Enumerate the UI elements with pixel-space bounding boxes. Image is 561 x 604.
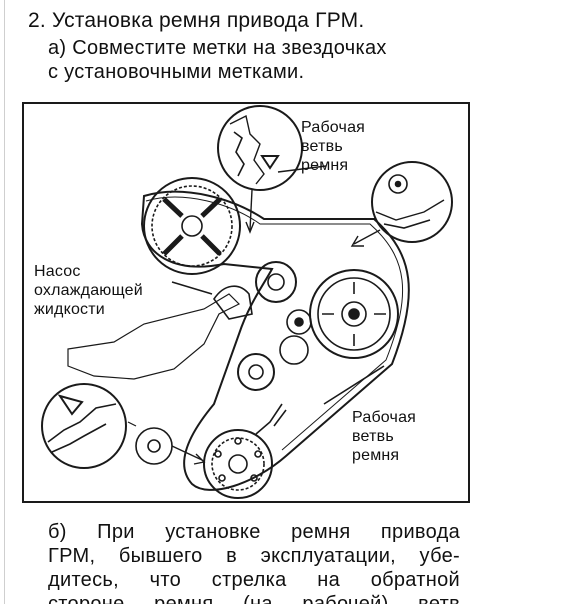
timing-belt-diagram: Рабочая ветвь ремня Насос охлаждающей жи…: [22, 102, 470, 503]
tensioner-pulley: [255, 261, 297, 303]
detail-camshaft-mark: [217, 105, 303, 191]
callout-working-side-bottom: Рабочая ветвь ремня: [352, 409, 417, 464]
crankshaft-sprocket: [203, 429, 273, 499]
step-b-line-2: ГРМ, бывшего в эксплуатации, убе-: [48, 545, 460, 567]
section-title: 2. Установка ремня привода ГРМ.: [28, 9, 365, 32]
step-a-text: а) Совместите метки на звездочках с уста…: [48, 36, 478, 84]
callout-water-pump: Насос охлаждающей жидкости: [34, 263, 143, 318]
water-pump-pulley: [309, 269, 399, 359]
idler-pulley: [237, 353, 275, 391]
camshaft-sprocket: [143, 177, 241, 275]
step-b-line-3: дитесь, что стрелка на обратной: [48, 569, 460, 591]
step-b-text: б) При установке ремня привода ГРМ, бывш…: [48, 520, 460, 604]
step-b-line-4-clipped: стороне ремня (на рабочей) ветв: [48, 593, 460, 604]
timing-belt: [140, 190, 410, 491]
step-a-line-1: а) Совместите метки на звездочках: [48, 37, 387, 59]
detail-crank-mark: [41, 383, 127, 469]
callout-working-side-top: Рабочая ветвь ремня: [301, 119, 366, 174]
detail-pump-mark: [371, 161, 453, 243]
step-b-line-1: б) При установке ремня привода: [48, 521, 460, 543]
page-edge-line: [4, 0, 5, 604]
engine-block-outline: [67, 293, 241, 380]
diagram-drawing: [41, 105, 453, 499]
step-a-line-2: с установочными метками.: [48, 61, 305, 83]
